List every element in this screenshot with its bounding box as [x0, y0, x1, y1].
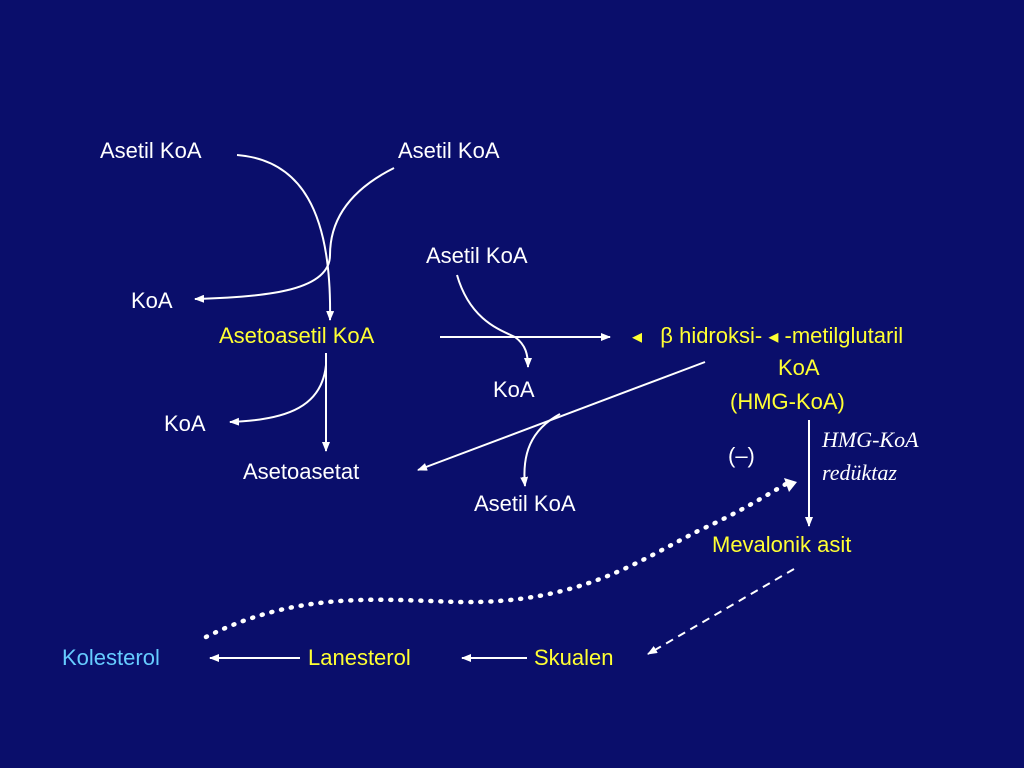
hmg-methylglutaryl: -metilglutaril — [784, 323, 904, 348]
triangle-left-icon: ◂ — [632, 324, 643, 348]
arrow-acetyl-release — [520, 413, 561, 487]
triangle-left-icon: ◂ — [768, 324, 779, 348]
acetoacetyl-coa: Asetoasetil KoA — [219, 323, 375, 348]
feedback-arrowhead — [784, 478, 797, 492]
inhibition-sign: (–) — [728, 443, 755, 468]
acetyl-coa-1: Asetil KoA — [100, 138, 202, 163]
mevalonic-acid: Mevalonik asit — [712, 532, 852, 557]
arrow-mevalonate-to-squalene — [647, 568, 795, 655]
squalene: Skualen — [534, 645, 614, 670]
acetyl-coa-3: Asetil KoA — [426, 243, 528, 268]
arrow-acetyl3-to-coa — [456, 274, 532, 368]
cholesterol: Kolesterol — [62, 645, 160, 670]
coa-1: KoA — [131, 288, 173, 313]
lanosterol: Lanesterol — [308, 645, 411, 670]
arrow-acetyl1-to-acetoacetyl — [236, 154, 335, 321]
enzyme-name-line1: HMG-KoA — [822, 427, 919, 452]
arrow-coa-release-2 — [229, 364, 327, 426]
enzyme-name-line2: redüktaz — [822, 460, 897, 485]
arrow-hmg-to-acetoacetate — [417, 361, 706, 471]
beta-symbol: β — [660, 323, 673, 348]
arrow-coa-release-1 — [194, 254, 331, 303]
acetyl-coa-2: Asetil KoA — [398, 138, 500, 163]
hmg-hydroxy: hidroksi- — [679, 323, 763, 348]
coa-2: KoA — [493, 377, 535, 402]
hmg-coa-line1: ◂ β hidroksi- ◂ -metilglutaril — [632, 323, 903, 349]
hmg-coa-line2: KoA — [778, 355, 820, 380]
acetyl-coa-4: Asetil KoA — [474, 491, 576, 516]
feedback-inhibition-dotted — [203, 481, 789, 640]
coa-3: KoA — [164, 411, 206, 436]
hmg-coa-line3: (HMG-KoA) — [730, 389, 845, 414]
arrow-acetyl2-merge — [329, 167, 395, 256]
acetoacetate: Asetoasetat — [243, 459, 360, 484]
